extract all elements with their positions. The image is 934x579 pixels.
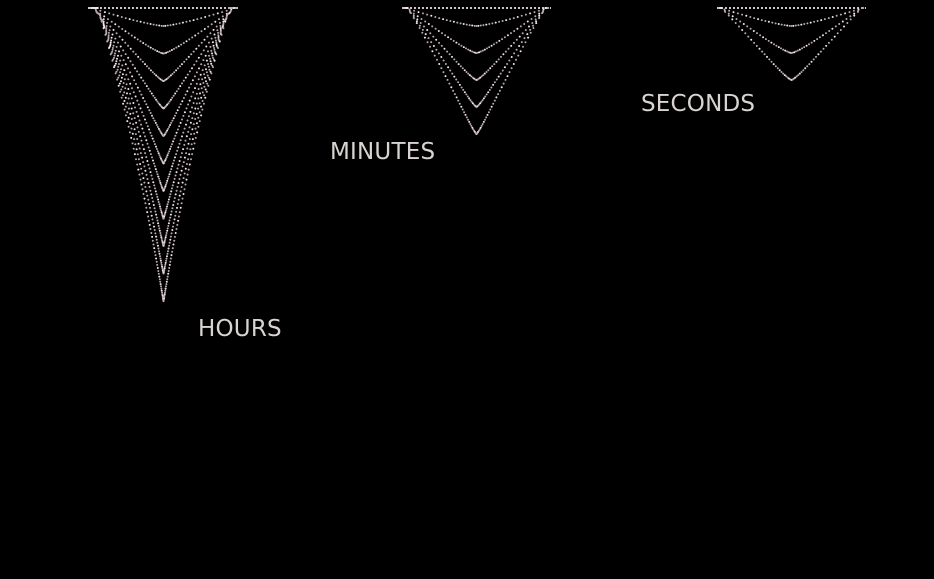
hours-label: HOURS	[198, 316, 282, 342]
hours-strand	[93, 7, 234, 137]
seconds-strand	[720, 7, 863, 81]
minutes-strand	[405, 7, 548, 81]
seconds-strand	[718, 7, 865, 27]
minutes-strand	[406, 7, 547, 135]
minutes-strand	[406, 7, 547, 108]
minutes-label: MINUTES	[330, 139, 436, 165]
seconds-strand	[719, 7, 864, 54]
hours-strand	[90, 7, 237, 55]
hours-strand	[96, 7, 231, 302]
hours-strand	[96, 7, 231, 220]
hours-strand	[89, 7, 238, 27]
hours-strand	[94, 7, 233, 165]
hours-strand	[92, 7, 235, 110]
minutes-strand	[404, 7, 549, 54]
seconds-label: SECONDS	[641, 91, 756, 117]
